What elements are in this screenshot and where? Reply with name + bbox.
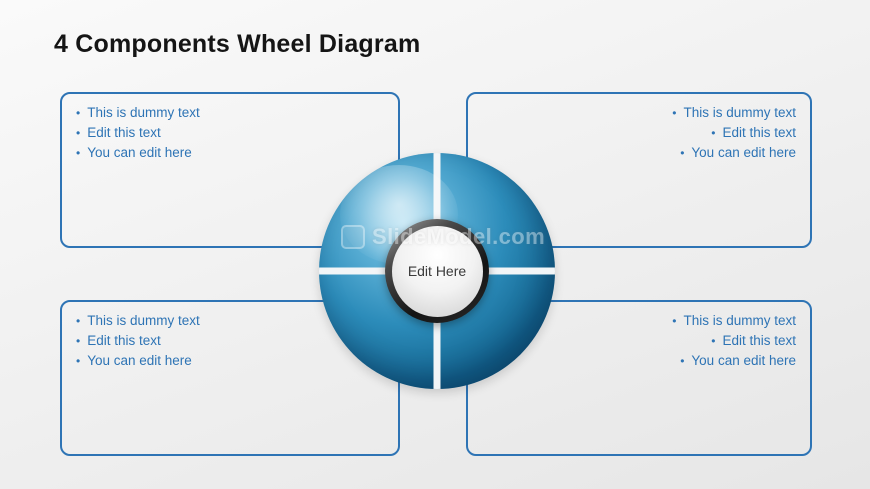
bullet-icon: • (672, 106, 677, 120)
list-item: • You can edit here (482, 351, 796, 371)
bullet-icon: • (76, 314, 81, 328)
list-item: • This is dummy text (76, 311, 384, 331)
bullet-icon: • (672, 314, 677, 328)
list-item: • This is dummy text (482, 103, 796, 123)
component-box-bottom-left[interactable]: • This is dummy text • Edit this text • … (60, 300, 400, 456)
bullet-list: • This is dummy text • Edit this text • … (62, 302, 398, 380)
bullet-icon: • (76, 334, 81, 348)
page-title: 4 Components Wheel Diagram (54, 30, 421, 58)
list-item-text[interactable]: You can edit here (87, 145, 192, 160)
list-item-text[interactable]: This is dummy text (87, 313, 200, 328)
list-item: • This is dummy text (76, 103, 384, 123)
edit-here-button-face: Edit Here (391, 225, 483, 317)
bullet-icon: • (711, 126, 716, 140)
bullet-icon: • (76, 126, 81, 140)
bullet-icon: • (680, 146, 685, 160)
bullet-icon: • (680, 354, 685, 368)
list-item: • Edit this text (76, 123, 384, 143)
list-item: • Edit this text (482, 331, 796, 351)
bullet-list: • This is dummy text • Edit this text • … (62, 94, 398, 172)
list-item: • This is dummy text (482, 311, 796, 331)
list-item: • Edit this text (482, 123, 796, 143)
list-item-text[interactable]: This is dummy text (87, 105, 200, 120)
list-item: • You can edit here (76, 351, 384, 371)
list-item-text[interactable]: Edit this text (87, 333, 161, 348)
component-box-top-left[interactable]: • This is dummy text • Edit this text • … (60, 92, 400, 248)
list-item-text[interactable]: You can edit here (87, 353, 192, 368)
bullet-icon: • (76, 106, 81, 120)
list-item: • You can edit here (482, 143, 796, 163)
list-item-text[interactable]: This is dummy text (683, 313, 796, 328)
bullet-icon: • (76, 354, 81, 368)
list-item-text[interactable]: Edit this text (722, 333, 796, 348)
list-item-text[interactable]: Edit this text (87, 125, 161, 140)
list-item-text[interactable]: Edit this text (722, 125, 796, 140)
bullet-icon: • (76, 146, 81, 160)
list-item-text[interactable]: You can edit here (691, 145, 796, 160)
bullet-icon: • (711, 334, 716, 348)
edit-here-label: Edit Here (407, 263, 467, 279)
bullet-list: • This is dummy text • Edit this text • … (468, 302, 810, 380)
list-item-text[interactable]: This is dummy text (683, 105, 796, 120)
list-item: • You can edit here (76, 143, 384, 163)
edit-here-button[interactable]: Edit Here (385, 219, 489, 323)
bullet-list: • This is dummy text • Edit this text • … (468, 94, 810, 172)
list-item: • Edit this text (76, 331, 384, 351)
list-item-text[interactable]: You can edit here (691, 353, 796, 368)
